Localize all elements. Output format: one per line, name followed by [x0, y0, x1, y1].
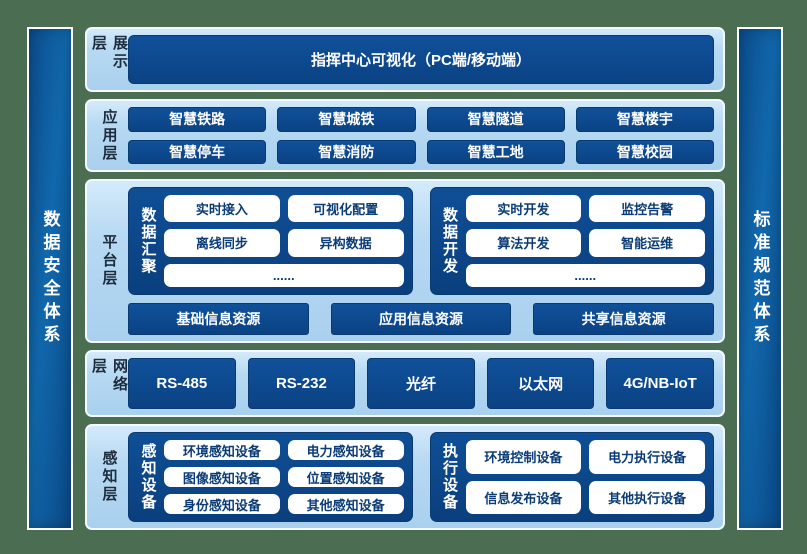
application-layer-content: 智慧铁路 智慧城铁 智慧隧道 智慧楼宇 智慧停车 智慧消防 智慧工地 智慧校园	[128, 107, 714, 164]
group-label-sensing-devices: 感知设备	[139, 443, 157, 511]
right-pillar-label: 标准规范体系	[750, 209, 770, 348]
execution-devices-grid: 环境控制设备 电力执行设备 信息发布设备 其他执行设备	[465, 440, 705, 514]
application-item: 智慧工地	[426, 139, 565, 164]
group-label-data-aggregation: 数据汇聚	[139, 207, 157, 275]
group-label-execution-devices: 执行设备	[441, 443, 458, 511]
layers-column: 展示层 指挥中心可视化（PC端/移动端） 应用层 智慧铁路 智慧城铁 智慧隧道 …	[85, 27, 725, 530]
layer-panel-platform: 平台层 数据汇聚 实时接入 可视化配置 离线同步 异构数据 ......	[85, 179, 725, 343]
platform-groups-row: 数据汇聚 实时接入 可视化配置 离线同步 异构数据 ...... 数据开发	[128, 187, 714, 295]
network-layer-content: RS-485 RS-232 光纤 以太网 4G/NB-IoT	[128, 358, 714, 409]
device-item: 其他执行设备	[589, 480, 705, 514]
data-development-grid: 实时开发 监控告警 算法开发 智能运维 ......	[465, 195, 705, 287]
device-item: 图像感知设备	[164, 467, 280, 487]
layer-panel-network: 网络层 RS-485 RS-232 光纤 以太网 4G/NB-IoT	[85, 350, 725, 417]
application-item: 智慧校园	[575, 139, 714, 164]
perception-group-execution: 执行设备 环境控制设备 电力执行设备 信息发布设备 其他执行设备	[429, 432, 714, 522]
resource-bar: 应用信息资源	[330, 303, 512, 335]
layer-label-network: 网络层	[90, 358, 128, 394]
right-pillar-standards: 标准规范体系	[737, 27, 783, 530]
layer-label-display: 展示层	[90, 35, 128, 71]
application-item: 智慧铁路	[128, 107, 267, 132]
device-item: 电力执行设备	[589, 440, 705, 474]
device-item: 身份感知设备	[164, 494, 280, 514]
application-item: 智慧隧道	[426, 107, 565, 132]
device-item: 信息发布设备	[465, 480, 582, 514]
platform-item: 实时开发	[465, 195, 582, 223]
left-pillar-data-security: 数据安全体系	[27, 27, 73, 530]
resource-bar: 基础信息资源	[128, 303, 309, 335]
sensing-devices-grid: 环境感知设备 电力感知设备 图像感知设备 位置感知设备 身份感知设备 其他感知设…	[164, 440, 404, 514]
left-pillar-label: 数据安全体系	[40, 209, 60, 348]
network-item: 以太网	[486, 358, 595, 409]
application-item: 智慧停车	[128, 139, 267, 164]
device-item: 环境感知设备	[164, 440, 280, 460]
network-item: 光纤	[367, 358, 475, 409]
network-item: RS-485	[128, 358, 236, 409]
network-item: RS-232	[247, 358, 356, 409]
platform-more-box: ......	[465, 263, 705, 287]
platform-item: 实时接入	[164, 195, 280, 223]
network-item: 4G/NB-IoT	[606, 358, 714, 409]
group-label-data-development: 数据开发	[441, 207, 458, 275]
layer-panel-display: 展示层 指挥中心可视化（PC端/移动端）	[85, 27, 725, 92]
application-item: 智慧城铁	[277, 107, 416, 132]
device-item: 位置感知设备	[287, 467, 404, 487]
application-item: 智慧楼宇	[575, 107, 714, 132]
platform-item: 可视化配置	[287, 195, 404, 223]
platform-more-box: ......	[164, 263, 404, 287]
layer-label-perception: 感知层	[100, 450, 118, 504]
display-layer-content: 指挥中心可视化（PC端/移动端）	[128, 35, 714, 84]
layer-panel-application: 应用层 智慧铁路 智慧城铁 智慧隧道 智慧楼宇 智慧停车 智慧消防 智慧工地 智…	[85, 99, 725, 172]
layer-panel-perception: 感知层 感知设备 环境感知设备 电力感知设备 图像感知设备 位置感知设备 身份感…	[85, 424, 725, 530]
perception-layer-content: 感知设备 环境感知设备 电力感知设备 图像感知设备 位置感知设备 身份感知设备 …	[128, 432, 714, 522]
display-main-box: 指挥中心可视化（PC端/移动端）	[128, 35, 714, 84]
perception-group-sensing: 感知设备 环境感知设备 电力感知设备 图像感知设备 位置感知设备 身份感知设备 …	[128, 432, 413, 522]
resource-bar: 共享信息资源	[533, 303, 715, 335]
device-item: 电力感知设备	[287, 440, 404, 460]
data-aggregation-grid: 实时接入 可视化配置 离线同步 异构数据 ......	[164, 195, 404, 287]
device-item: 其他感知设备	[287, 494, 404, 514]
platform-item: 离线同步	[164, 229, 280, 257]
layer-label-application: 应用层	[100, 108, 118, 163]
layer-label-platform: 平台层	[100, 234, 118, 288]
platform-item: 异构数据	[287, 229, 404, 257]
platform-layer-content: 数据汇聚 实时接入 可视化配置 离线同步 异构数据 ...... 数据开发	[128, 187, 715, 335]
platform-group-data-aggregation: 数据汇聚 实时接入 可视化配置 离线同步 异构数据 ......	[128, 187, 413, 295]
platform-item: 算法开发	[465, 229, 582, 257]
platform-resources-row: 基础信息资源 应用信息资源 共享信息资源	[128, 303, 715, 335]
platform-item: 智能运维	[589, 229, 705, 257]
platform-group-data-development: 数据开发 实时开发 监控告警 算法开发 智能运维 ......	[429, 187, 714, 295]
device-item: 环境控制设备	[465, 440, 582, 474]
platform-item: 监控告警	[589, 195, 705, 223]
application-item: 智慧消防	[277, 139, 416, 164]
